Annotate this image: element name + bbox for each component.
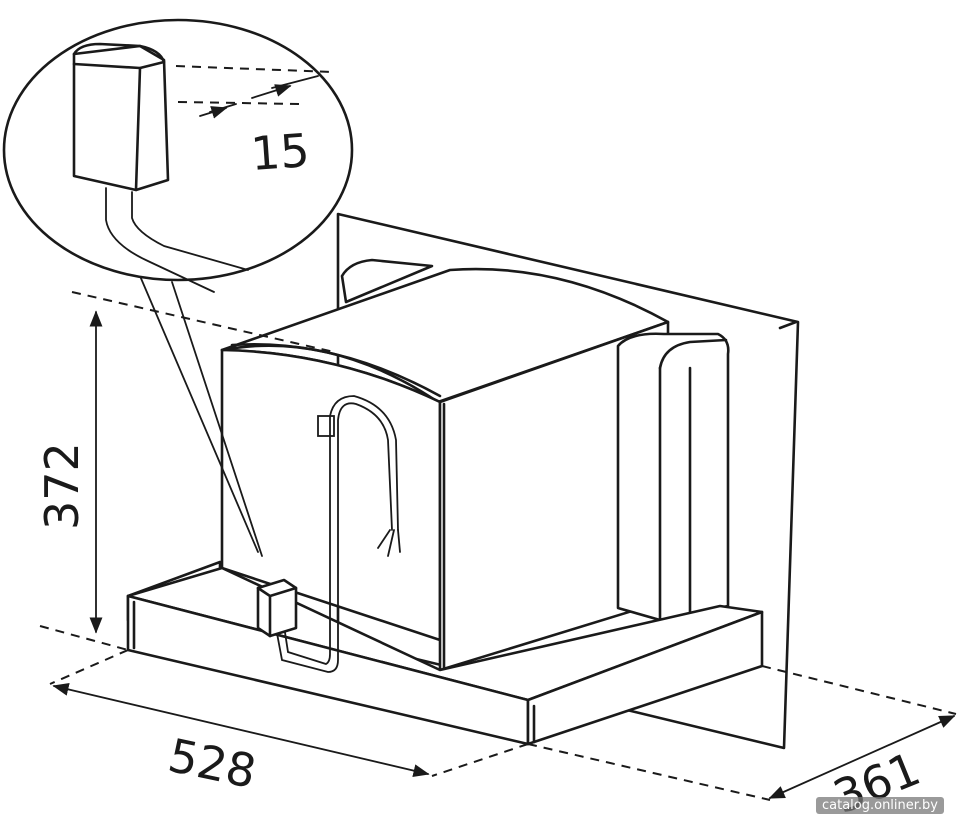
width-dimension	[49, 649, 529, 777]
depth-dimension	[527, 665, 957, 801]
height-dimension	[39, 291, 335, 651]
width-dimension-label: 528	[164, 728, 261, 799]
detail-bubble	[2, 18, 354, 293]
power-cable	[275, 395, 401, 673]
watermark: catalog.onliner.by	[815, 797, 944, 814]
detail-leader	[139, 275, 263, 557]
right-column	[616, 332, 730, 622]
height-dimension-label: 372	[35, 442, 89, 530]
unit-body	[220, 258, 670, 672]
switch-box	[256, 578, 298, 638]
detail-dimension-label: 15	[249, 123, 311, 181]
